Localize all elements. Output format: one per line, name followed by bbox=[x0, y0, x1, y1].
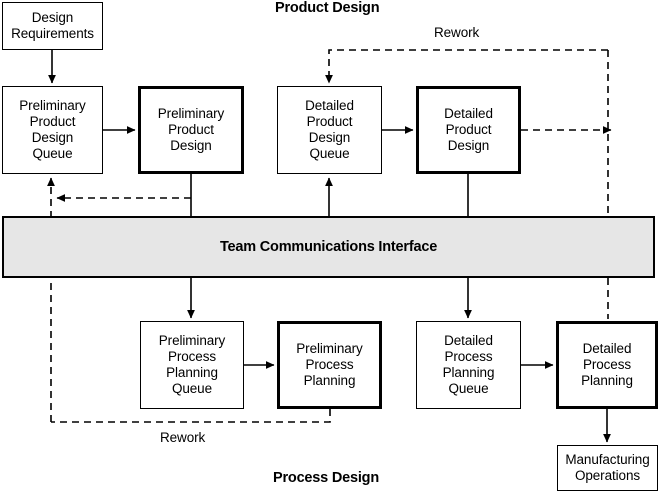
node-preliminary-product-design-queue[interactable]: Preliminary Product Design Queue bbox=[2, 86, 103, 174]
node-design-requirements[interactable]: Design Requirements bbox=[2, 2, 103, 50]
node-detailed-process-planning[interactable]: Detailed Process Planning bbox=[556, 321, 658, 409]
edge-label-rework-top: Rework bbox=[434, 25, 480, 40]
edge-label-rework-bottom: Rework bbox=[160, 430, 206, 445]
node-detailed-product-design-queue[interactable]: Detailed Product Design Queue bbox=[277, 86, 382, 174]
team-communications-interface-bar[interactable]: Team Communications Interface bbox=[2, 216, 655, 278]
edge-top-rework-path bbox=[325, 49, 608, 84]
node-detailed-product-design[interactable]: Detailed Product Design bbox=[416, 86, 521, 174]
page-title-process-design: Process Design bbox=[273, 470, 379, 486]
node-preliminary-product-design[interactable]: Preliminary Product Design bbox=[138, 86, 244, 174]
node-preliminary-process-planning[interactable]: Preliminary Process Planning bbox=[277, 321, 382, 409]
page-title-product-design: Product Design bbox=[275, 0, 380, 16]
node-manufacturing-operations[interactable]: Manufacturing Operations bbox=[557, 445, 658, 491]
node-detailed-process-planning-queue[interactable]: Detailed Process Planning Queue bbox=[416, 321, 521, 409]
edge-bottom-rework-path bbox=[51, 409, 331, 423]
node-preliminary-process-planning-queue[interactable]: Preliminary Process Planning Queue bbox=[140, 321, 244, 409]
